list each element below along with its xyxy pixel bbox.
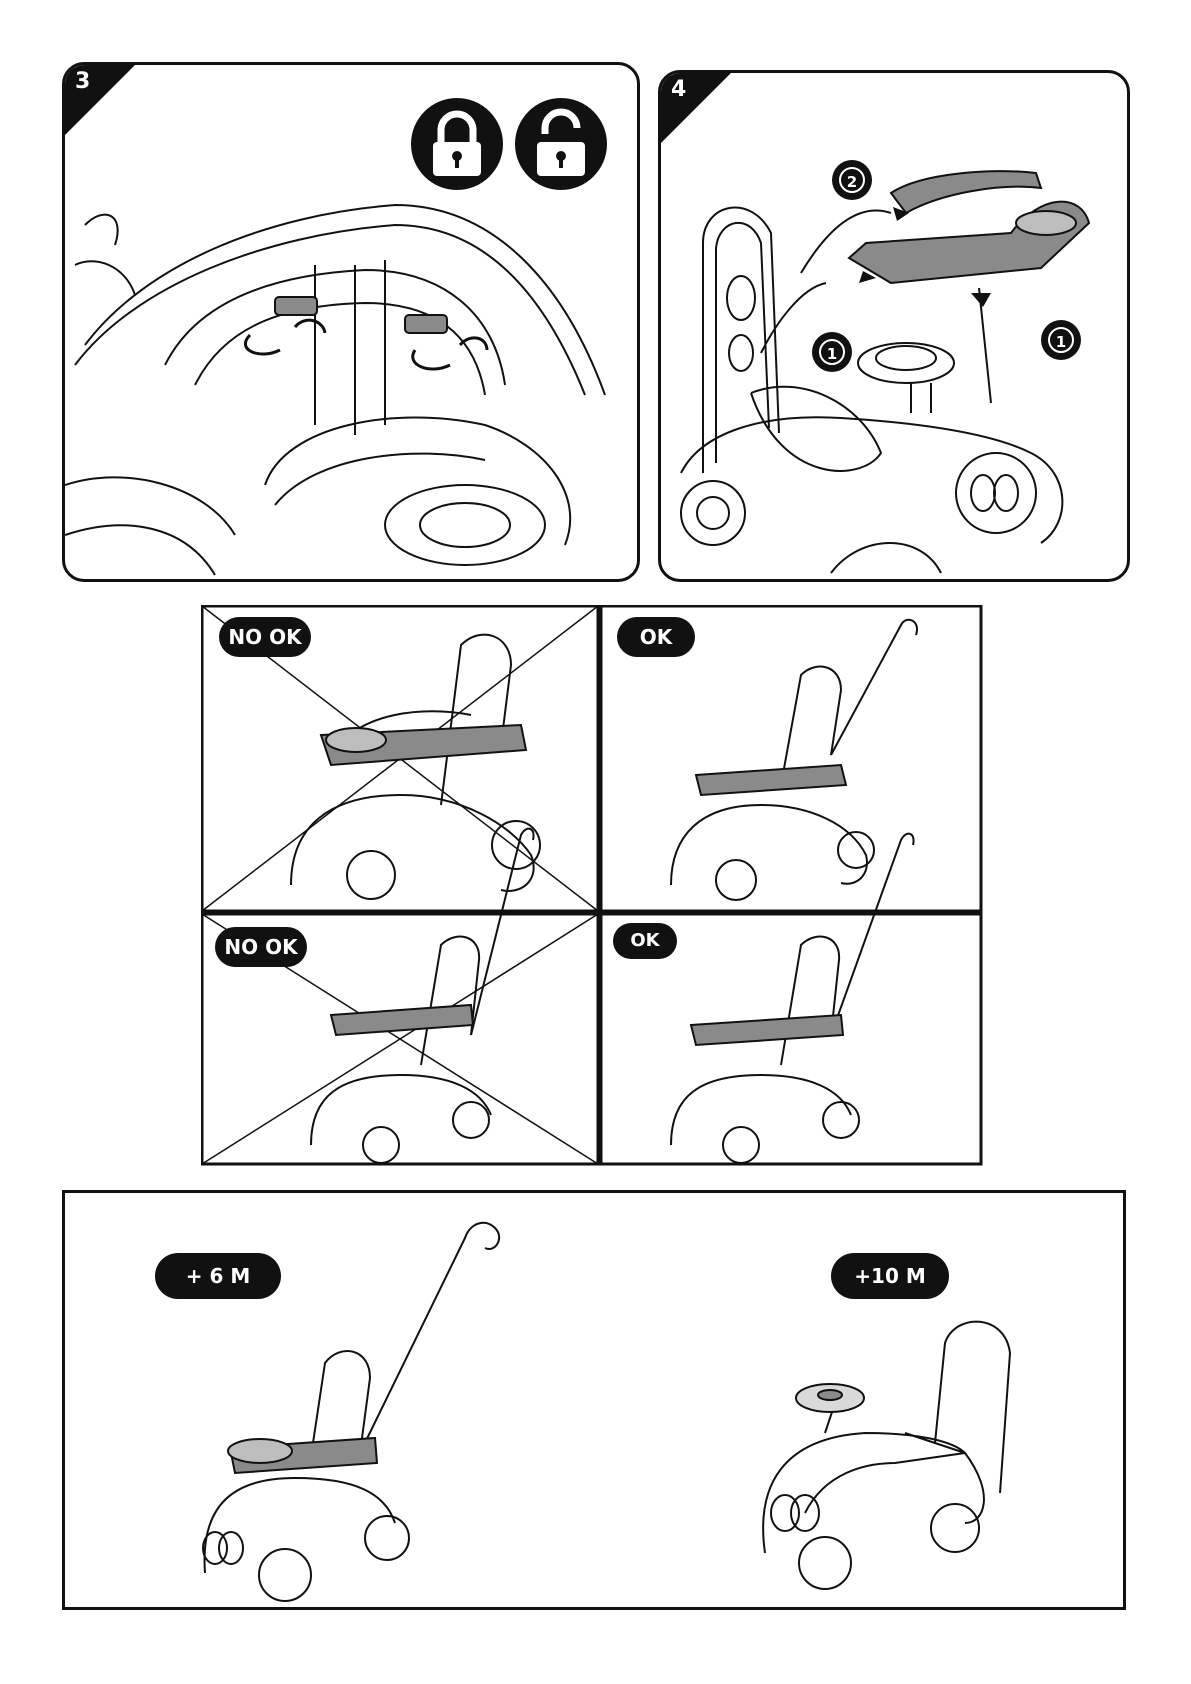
step-4-illustration — [661, 73, 1130, 582]
label-ok-bottom: OK — [613, 923, 677, 959]
age-illustrations — [65, 1193, 1126, 1610]
age-panel: + 6 M +10 M — [62, 1190, 1126, 1610]
label-no-ok-top: NO OK — [219, 617, 311, 657]
step-3-panel: 3 — [62, 62, 640, 582]
label-no-ok-bottom: NO OK — [215, 927, 307, 967]
label-ok-top: OK — [617, 617, 695, 657]
step-4-panel: 4 2 1 1 — [658, 70, 1130, 582]
step-3-illustration — [65, 65, 640, 582]
comparison-grid: NO OK OK NO OK OK — [201, 605, 984, 1168]
comparison-grid-frame — [201, 605, 984, 1168]
